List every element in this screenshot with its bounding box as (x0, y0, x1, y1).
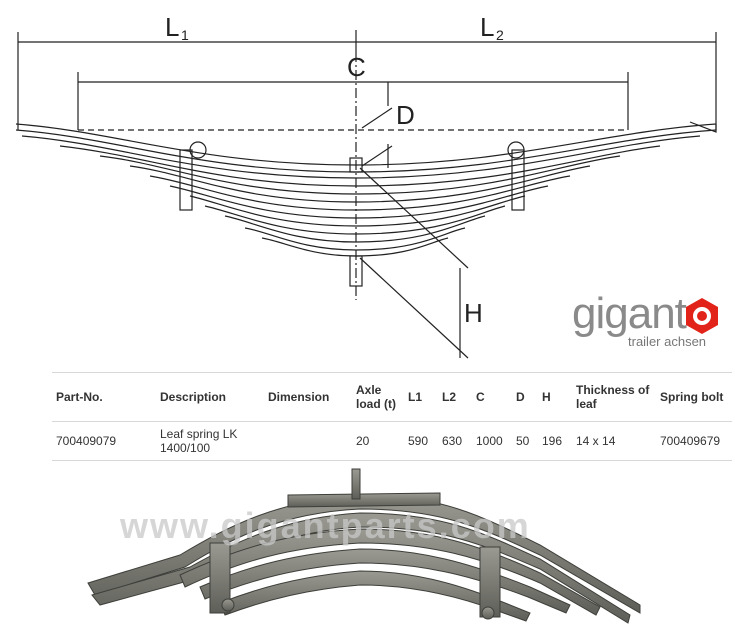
leaf-spring-photo (87, 468, 641, 624)
label-d: D (396, 100, 415, 130)
cell-part-no: 700409079 (52, 421, 156, 461)
table-header-row: Part-No. Description Dimension Axle load… (52, 372, 732, 422)
logo-wordmark: gigant (572, 289, 687, 338)
col-h: H (538, 372, 572, 422)
gigant-logo: gigant trailer achsen (572, 290, 732, 360)
col-spring-bolt: Spring bolt (656, 372, 732, 422)
cell-spring-bolt: 700409679 (656, 421, 732, 461)
col-l1: L1 (404, 372, 438, 422)
cell-c: 1000 (472, 421, 512, 461)
logo-tagline: trailer achsen (628, 334, 707, 349)
label-h: H (464, 298, 483, 328)
cell-h: 196 (538, 421, 572, 461)
cell-d: 50 (512, 421, 538, 461)
cell-axle-load: 20 (352, 421, 404, 461)
label-l2-sub: 2 (496, 27, 504, 43)
col-dimension: Dimension (264, 372, 352, 422)
hex-nut-icon (686, 298, 718, 334)
photo-watermark: www.gigantparts.com (120, 505, 531, 546)
cell-l2: 630 (438, 421, 472, 461)
col-c: C (472, 372, 512, 422)
col-axle-load: Axle load (t) (352, 372, 404, 422)
col-part-no: Part-No. (52, 372, 156, 422)
label-c: C (347, 52, 366, 82)
leaf-spring-drawing: L 1 L 2 C D H (15, 12, 717, 359)
cell-thickness: 14 x 14 (572, 421, 656, 461)
cell-dimension (264, 421, 352, 461)
label-l1: L (165, 12, 179, 42)
cell-l1: 590 (404, 421, 438, 461)
label-l2: L (480, 12, 494, 42)
col-d: D (512, 372, 538, 422)
col-thickness: Thickness of leaf (572, 372, 656, 422)
cell-description: Leaf spring LK 1400/100 (156, 421, 264, 461)
label-l1-sub: 1 (181, 27, 189, 43)
col-description: Description (156, 372, 264, 422)
col-l2: L2 (438, 372, 472, 422)
spec-table: Part-No. Description Dimension Axle load… (52, 372, 732, 461)
table-row: 700409079 Leaf spring LK 1400/100 20 590… (52, 421, 732, 461)
